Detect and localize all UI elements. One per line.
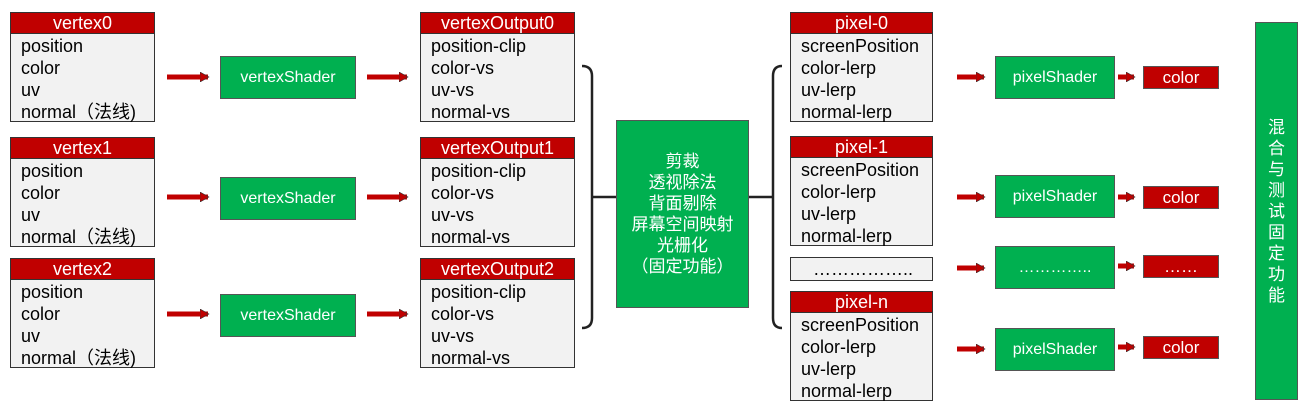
pixel-field: color-lerp (801, 182, 877, 202)
pixel-header: pixel-n (790, 291, 933, 313)
vertex-field: normal（法线) (21, 102, 137, 122)
vertex-output-field: normal-vs (431, 348, 511, 368)
blend-stage-char: 能 (1268, 285, 1285, 305)
color-output-box: color (1143, 336, 1219, 359)
vertex-box-1: vertex1 position color uv normal（法线) (10, 137, 155, 247)
pixel-shader-box: pixelShader (995, 56, 1115, 99)
vertex-shader-box: vertexShader (220, 177, 356, 220)
pixel-field: color-lerp (801, 58, 877, 78)
stage-line: 光栅化 (657, 236, 708, 255)
stage-line: 剪裁 (665, 152, 700, 171)
vertex-output-field: position-clip (431, 282, 527, 302)
right-bracket (771, 64, 783, 330)
stage-line: 屏幕空间映射 (631, 215, 734, 234)
stage-line: 背面剔除 (648, 194, 717, 213)
color-ellipsis-box: …… (1143, 255, 1219, 278)
pixel-field: uv-lerp (801, 80, 857, 100)
vertex-field: position (21, 36, 84, 56)
vertex-output-box-0: vertexOutput0 position-clip color-vs uv-… (420, 12, 575, 122)
vertex-output-box-2: vertexOutput2 position-clip color-vs uv-… (420, 258, 575, 368)
vertex-box-2: vertex2 position color uv normal（法线) (10, 258, 155, 368)
pixel-box-1: pixel-1 screenPosition color-lerp uv-ler… (790, 136, 933, 246)
vertex-output-field: color-vs (431, 304, 495, 324)
pixel-shader-box: pixelShader (995, 175, 1115, 218)
color-output-box: color (1143, 66, 1219, 89)
blend-stage-char: 固 (1268, 222, 1285, 242)
vertex-field: color (21, 304, 61, 324)
vertex-output-box-1: vertexOutput1 position-clip color-vs uv-… (420, 137, 575, 247)
pixel-shader-ellipsis-box: ………….. (995, 246, 1115, 289)
vertex-shader-box: vertexShader (220, 294, 356, 337)
pixel-field: color-lerp (801, 337, 877, 357)
stage-line: 透视除法 (648, 173, 717, 192)
vertex-field: position (21, 161, 84, 181)
vertex-header: vertex0 (10, 12, 155, 34)
vertex-output-header: vertexOutput0 (420, 12, 575, 34)
vertex-field: uv (21, 205, 41, 225)
stage-line: （固定功能） (631, 257, 734, 276)
blend-test-stage: 混 合 与 测 试 固 定 功 能 (1255, 22, 1298, 400)
color-output-box: color (1143, 186, 1219, 209)
pixel-field: screenPosition (801, 160, 920, 180)
blend-stage-char: 功 (1268, 264, 1285, 284)
pixel-field: uv-lerp (801, 359, 857, 379)
fixed-function-stage: 剪裁 透视除法 背面剔除 屏幕空间映射 光栅化 （固定功能） (616, 120, 749, 308)
blend-stage-char: 合 (1268, 138, 1285, 158)
blend-stage-char: 测 (1268, 180, 1285, 200)
vertex-output-field: uv-vs (431, 80, 475, 100)
vertex-field: normal（法线) (21, 227, 137, 247)
vertex-output-field: position-clip (431, 36, 527, 56)
left-bracket (581, 64, 594, 330)
pixel-field: normal-lerp (801, 226, 893, 246)
pixel-field: screenPosition (801, 315, 920, 335)
vertex-header: vertex2 (10, 258, 155, 280)
vertex-output-field: color-vs (431, 183, 495, 203)
vertex-field: color (21, 183, 61, 203)
vertex-output-field: normal-vs (431, 227, 511, 247)
vertex-shader-box: vertexShader (220, 56, 356, 99)
pixel-field: normal-lerp (801, 381, 893, 401)
vertex-output-field: uv-vs (431, 205, 475, 225)
blend-stage-char: 定 (1268, 243, 1285, 263)
pixel-box-n: pixel-n screenPosition color-lerp uv-ler… (790, 291, 933, 401)
blend-stage-char: 试 (1268, 201, 1285, 221)
pixel-field: screenPosition (801, 36, 920, 56)
pixel-field: uv-lerp (801, 204, 857, 224)
pixel-ellipsis-text: …………….. (813, 259, 914, 279)
pixel-box-0: pixel-0 screenPosition color-lerp uv-ler… (790, 12, 933, 122)
vertex-output-field: uv-vs (431, 326, 475, 346)
pixel-ellipsis-box: …………….. (790, 257, 933, 281)
vertex-output-field: normal-vs (431, 102, 511, 122)
pixel-header: pixel-1 (790, 136, 933, 158)
vertex-output-field: position-clip (431, 161, 527, 181)
vertex-field: color (21, 58, 61, 78)
blend-stage-char: 与 (1268, 159, 1285, 179)
vertex-output-header: vertexOutput1 (420, 137, 575, 159)
vertex-output-header: vertexOutput2 (420, 258, 575, 280)
vertex-field: uv (21, 80, 41, 100)
vertex-field: normal（法线) (21, 348, 137, 368)
vertex-output-field: color-vs (431, 58, 495, 78)
vertex-header: vertex1 (10, 137, 155, 159)
vertex-field: position (21, 282, 84, 302)
blend-stage-char: 混 (1268, 117, 1285, 137)
pixel-shader-box: pixelShader (995, 328, 1115, 371)
pixel-header: pixel-0 (790, 12, 933, 34)
pixel-field: normal-lerp (801, 102, 893, 122)
vertex-box-0: vertex0 position color uv normal（法线) (10, 12, 155, 122)
vertex-field: uv (21, 326, 41, 346)
